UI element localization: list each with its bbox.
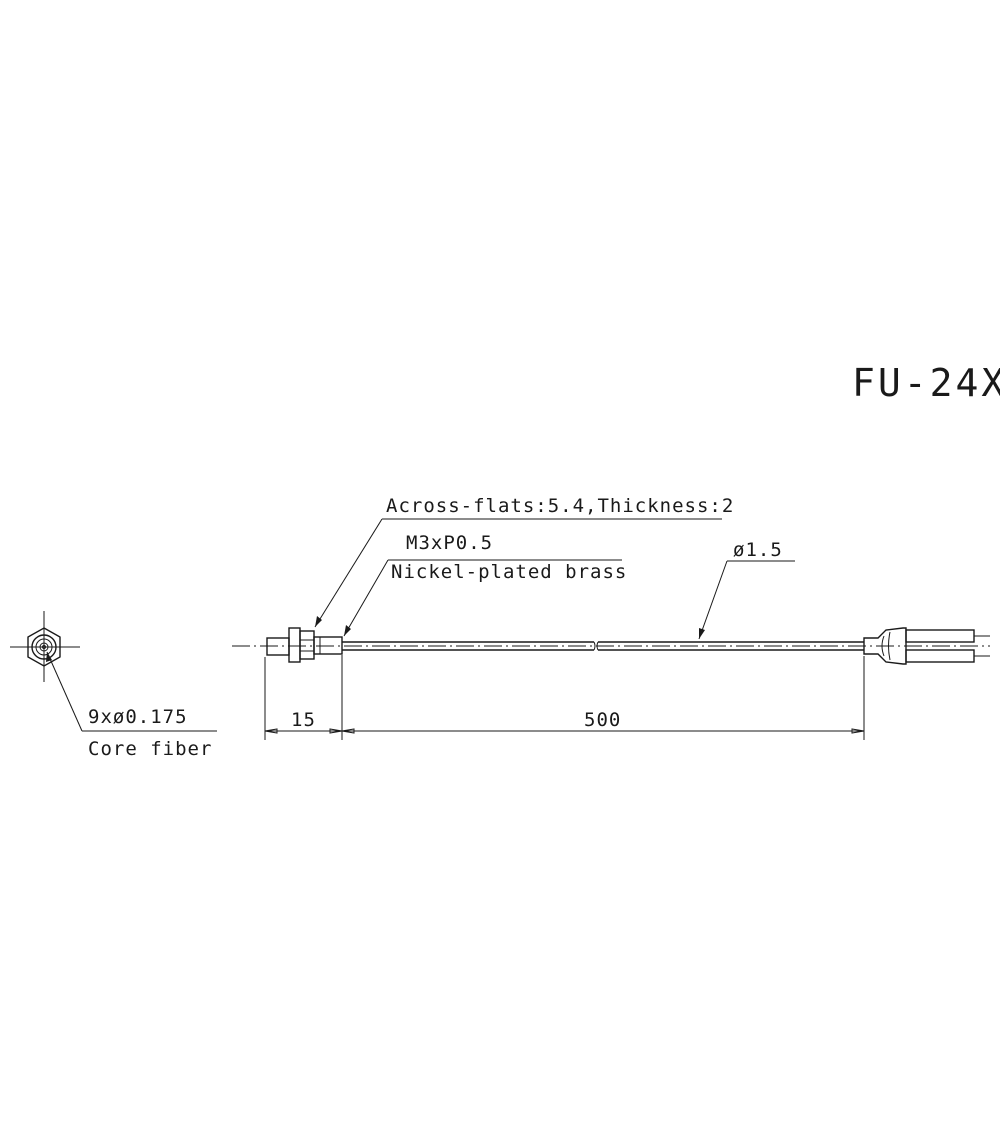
across-flats-label: Across-flats:5.4,Thickness:2 [386,495,734,517]
washer [288,627,301,663]
cable-diameter-leader [698,560,795,640]
thread-leader [343,559,622,637]
core-fiber-leader [46,651,217,732]
dimension-cable-length: 500 [584,709,621,731]
cable-end-lower [905,649,975,663]
dimension-head-length: 15 [291,709,316,731]
end-view [10,611,80,682]
hex-nut-outline [27,627,61,667]
hex-nut [299,630,315,660]
across-flats-leader [314,518,722,628]
model-title: FU-24X [852,361,1000,405]
thread-label: M3xP0.5 [406,532,493,554]
core-fiber-label: Core fiber [88,738,212,760]
material-label: Nickel-plated brass [391,561,627,583]
cable-diameter-label: ø1.5 [733,539,783,561]
dimension-lines [264,655,865,740]
branch-sleeve [863,627,907,665]
threaded-section [313,636,343,655]
core-count-label: 9xø0.175 [88,706,188,728]
side-view [232,627,990,665]
cable-end-upper [905,629,975,643]
